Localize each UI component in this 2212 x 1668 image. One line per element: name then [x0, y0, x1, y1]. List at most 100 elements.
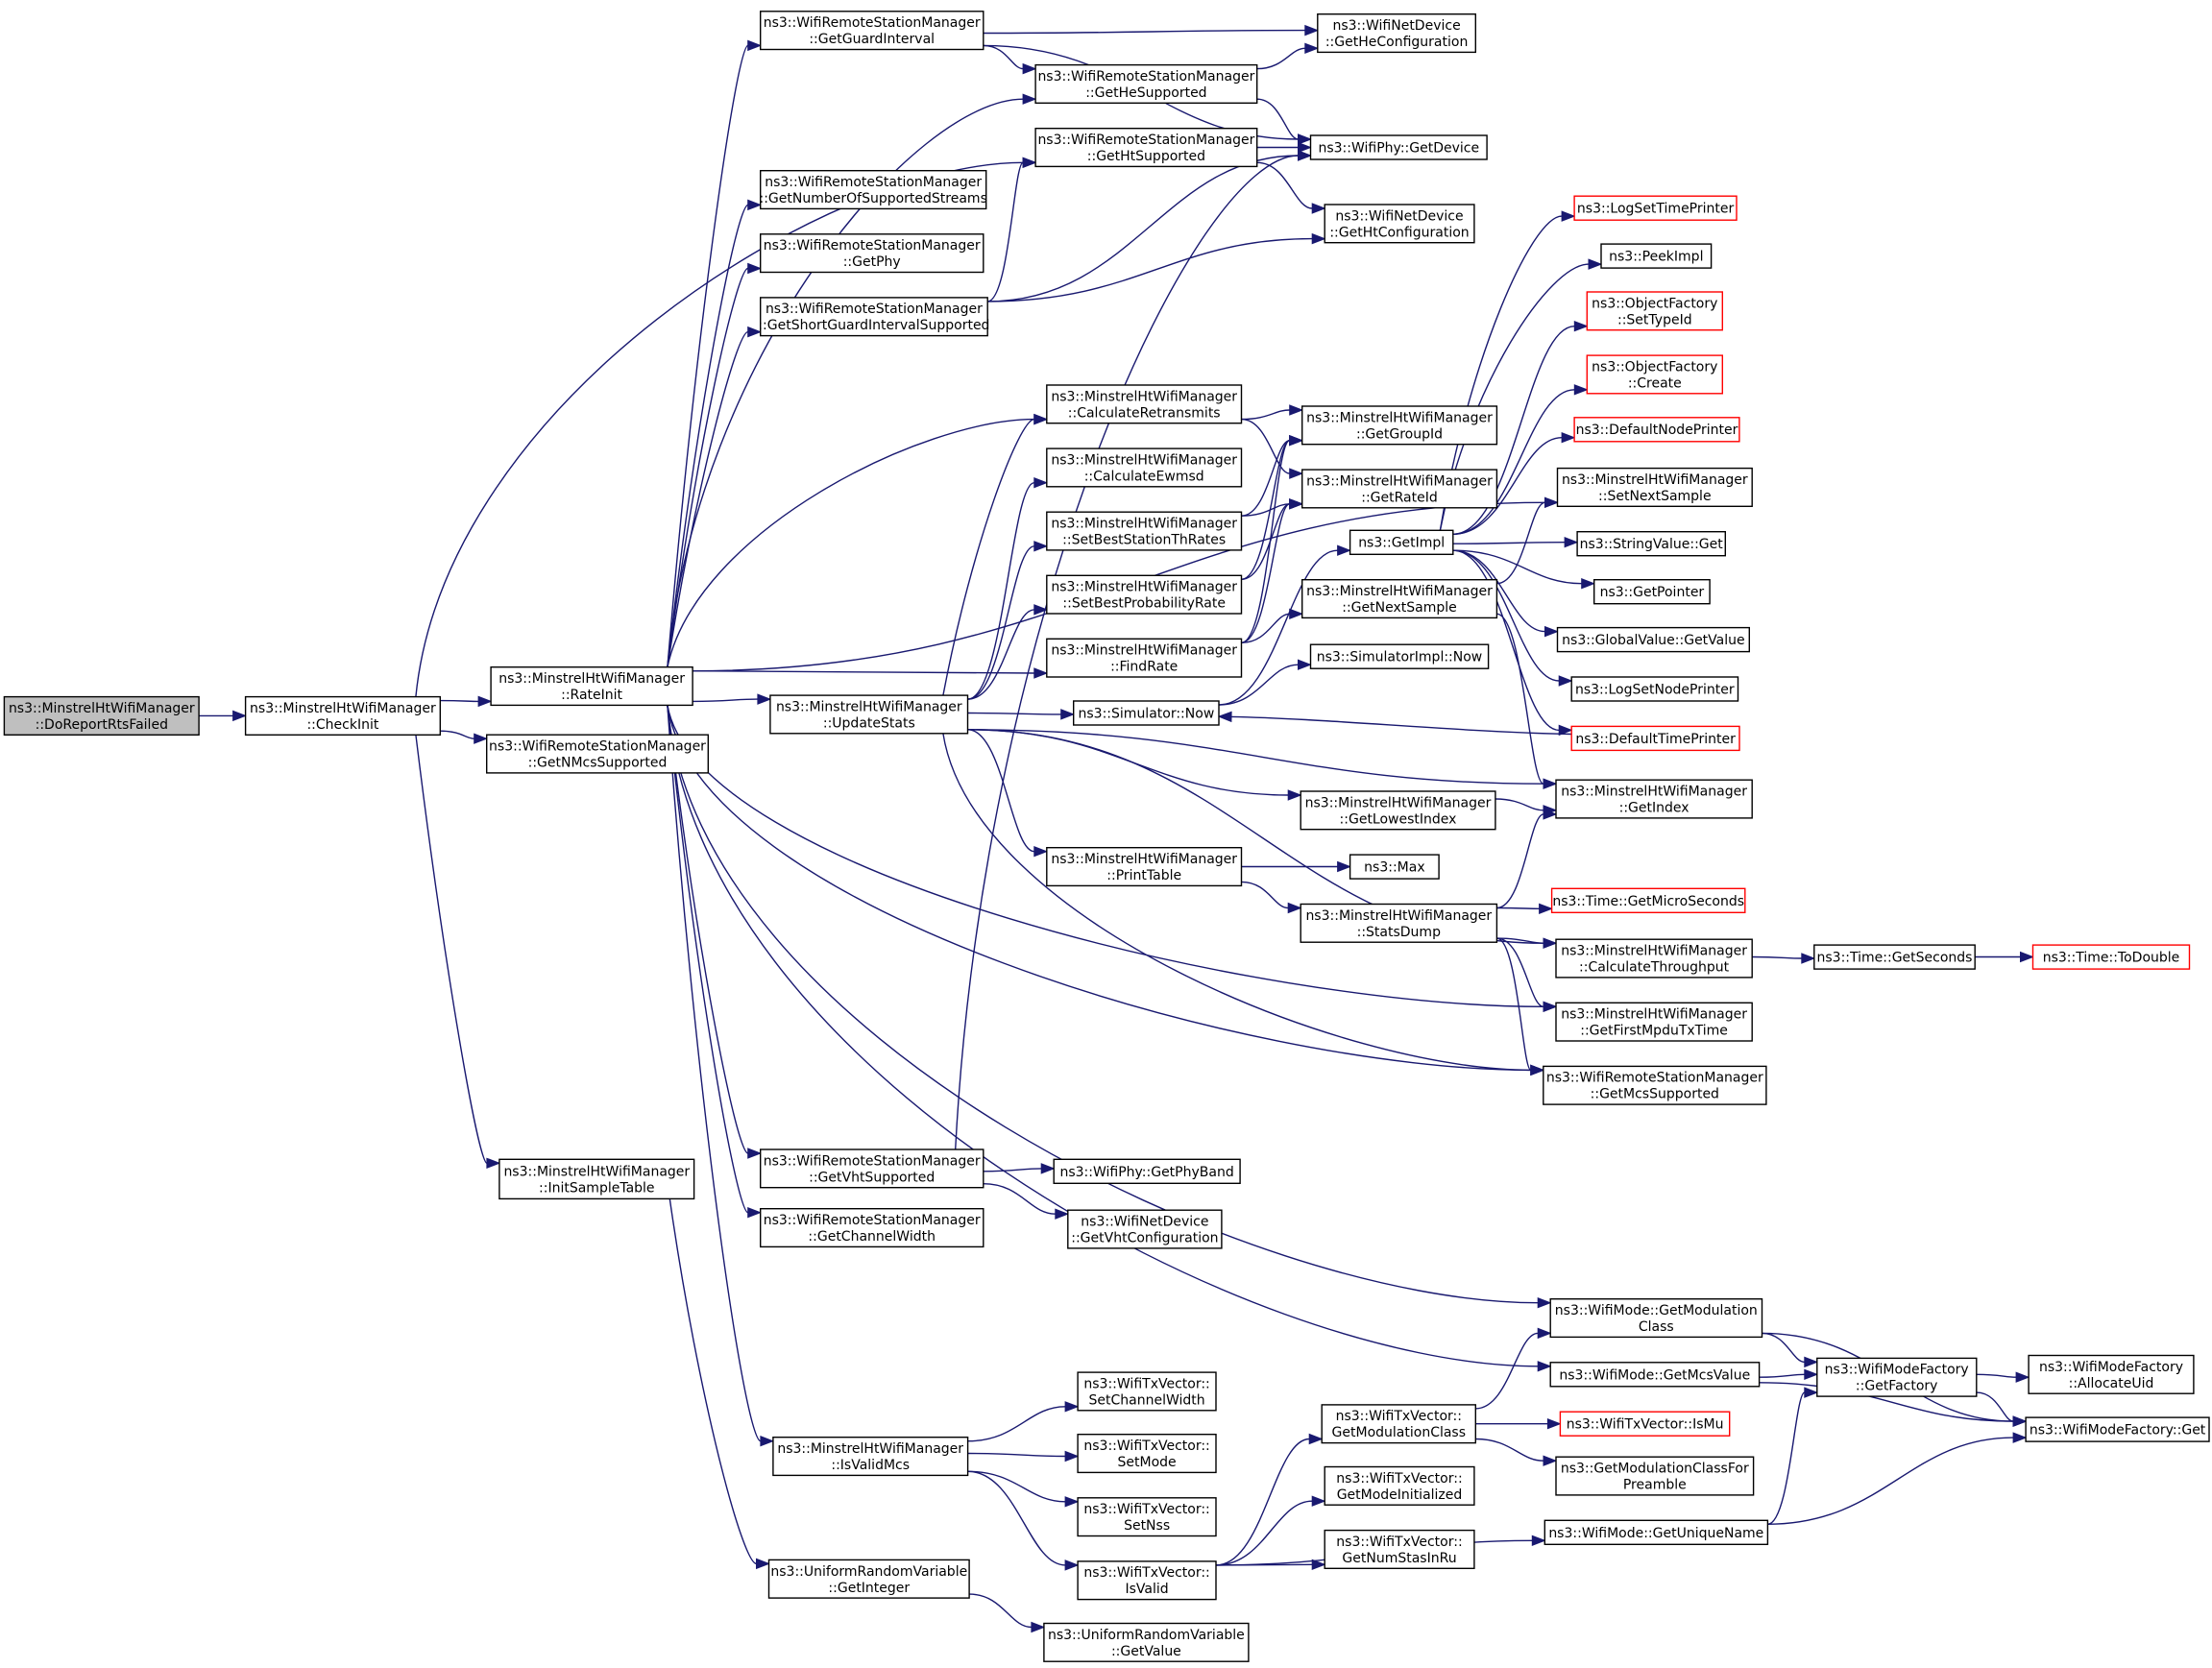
node-GetFirstMpduTxTime[interactable]: ns3::MinstrelHtWifiManager::GetFirstMpdu… — [1555, 1002, 1753, 1042]
node-GetPointer[interactable]: ns3::GetPointer — [1592, 579, 1711, 605]
node-WMGetModulationClass[interactable]: ns3::WifiMode::GetModulationClass — [1549, 1297, 1763, 1339]
edge-GetUniqueName-to-GetFactory — [1767, 1387, 1819, 1525]
node-GetPhyBand[interactable]: ns3::WifiPhy::GetPhyBand — [1053, 1158, 1241, 1185]
node-label: ns3::WifiPhy::GetDevice — [1318, 141, 1479, 157]
node-GetGroupId[interactable]: ns3::MinstrelHtWifiManager::GetGroupId — [1300, 405, 1498, 446]
node-box — [1034, 127, 1258, 168]
node-GetRateId[interactable]: ns3::MinstrelHtWifiManager::GetRateId — [1300, 469, 1498, 509]
node-StatsDump[interactable]: ns3::MinstrelHtWifiManager::StatsDump — [1300, 903, 1498, 943]
arrowhead-icon — [1561, 431, 1576, 444]
node-FindRate[interactable]: ns3::MinstrelHtWifiManager::FindRate — [1046, 638, 1243, 678]
node-box — [760, 297, 988, 337]
node-TXGetModulationClass[interactable]: ns3::WifiTxVector::GetModulationClass — [1321, 1404, 1476, 1444]
node-SetNss[interactable]: ns3::WifiTxVector::SetNss — [1077, 1497, 1217, 1537]
node-label: ::CalculateEwmsd — [1084, 469, 1204, 484]
node-IsValid[interactable]: ns3::WifiTxVector::IsValid — [1077, 1560, 1217, 1601]
node-GetMcsSupported[interactable]: ns3::WifiRemoteStationManager::GetMcsSup… — [1543, 1065, 1767, 1105]
node-box — [1349, 529, 1454, 555]
edge-line — [667, 705, 749, 1214]
node-LogSetNodePrinter[interactable]: ns3::LogSetNodePrinter — [1570, 676, 1739, 702]
edge-line — [440, 699, 479, 703]
node-OFCreate[interactable]: ns3::ObjectFactory::Create — [1586, 354, 1724, 395]
node-IsMu[interactable]: ns3::WifiTxVector::IsMu — [1559, 1411, 1731, 1437]
node-SetTypeId[interactable]: ns3::ObjectFactory::SetTypeId — [1586, 291, 1724, 331]
node-GetUniqueName[interactable]: ns3::WifiMode::GetUniqueName — [1544, 1519, 1769, 1546]
node-GetHeConfiguration[interactable]: ns3::WifiNetDevice::GetHeConfiguration — [1317, 12, 1477, 54]
node-box — [1573, 417, 1740, 443]
node-GetInteger[interactable]: ns3::UniformRandomVariable::GetInteger — [767, 1559, 970, 1599]
node-ToDouble[interactable]: ns3::Time::ToDouble — [2031, 944, 2191, 970]
node-GetHtSupported[interactable]: ns3::WifiRemoteStationManager::GetHtSupp… — [1034, 127, 1258, 168]
node-DefaultTimePrinter[interactable]: ns3::DefaultTimePrinter — [1570, 725, 1740, 752]
node-GetNMcsSupported[interactable]: ns3::WifiRemoteStationManager::GetNMcsSu… — [486, 734, 710, 774]
node-SetBestProbabilityRate[interactable]: ns3::MinstrelHtWifiManager::SetBestProba… — [1046, 574, 1243, 615]
node-SetChannelWidth[interactable]: ns3::WifiTxVector::SetChannelWidth — [1077, 1371, 1217, 1412]
node-SetMode[interactable]: ns3::WifiTxVector::SetMode — [1077, 1433, 1217, 1474]
node-WMFGet[interactable]: ns3::WifiModeFactory::Get — [2025, 1416, 2210, 1442]
node-StringValueGet[interactable]: ns3::StringValue::Get — [1576, 531, 1726, 557]
node-GetMicroSeconds[interactable]: ns3::Time::GetMicroSeconds — [1550, 887, 1746, 913]
edge-line — [1759, 1373, 1805, 1378]
node-GetGuardInterval[interactable]: ns3::WifiRemoteStationManager::GetGuardI… — [760, 11, 984, 51]
node-SetBestStationThRates[interactable]: ns3::MinstrelHtWifiManager::SetBestStati… — [1046, 511, 1243, 551]
node-GetNextSample[interactable]: ns3::MinstrelHtWifiManager::GetNextSampl… — [1300, 579, 1498, 619]
node-SimulatorNow[interactable]: ns3::Simulator::Now — [1072, 700, 1220, 726]
node-RateInit[interactable]: ns3::MinstrelHtWifiManager::RateInit — [490, 666, 693, 707]
node-GetSeconds[interactable]: ns3::Time::GetSeconds — [1813, 944, 1976, 970]
node-CalculateEwmsd[interactable]: ns3::MinstrelHtWifiManager::CalculateEwm… — [1046, 447, 1243, 488]
node-CheckInit[interactable]: ns3::MinstrelHtWifiManager::CheckInit — [244, 695, 442, 736]
node-InitSampleTable[interactable]: ns3::MinstrelHtWifiManager::InitSampleTa… — [498, 1158, 695, 1200]
node-box — [1046, 384, 1243, 424]
arrowhead-icon — [1064, 1450, 1080, 1463]
edge-InitSampleTable-to-GetInteger — [668, 1198, 770, 1570]
node-GetLowestIndex[interactable]: ns3::MinstrelHtWifiManager::GetLowestInd… — [1300, 790, 1496, 831]
node-GetDevice[interactable]: ns3::WifiPhy::GetDevice — [1309, 134, 1488, 160]
node-label: ns3::MinstrelHtWifiManager — [1561, 785, 1747, 800]
edge-line — [1496, 907, 1540, 909]
node-label: Preamble — [1623, 1478, 1687, 1493]
edge-FindRate-to-GetGroupId — [1241, 434, 1304, 643]
arrowhead-icon — [2012, 1415, 2028, 1427]
node-GetNumberOfSupportedStreams[interactable]: ns3::WifiRemoteStationManager::GetNumber… — [760, 169, 987, 210]
node-box — [1549, 1362, 1761, 1388]
node-label: ns3::WifiRemoteStationManager — [764, 1153, 981, 1169]
node-GetHeSupported[interactable]: ns3::WifiRemoteStationManager::GetHeSupp… — [1034, 63, 1258, 104]
node-GetImpl[interactable]: ns3::GetImpl — [1349, 529, 1454, 555]
node-label: ns3::Max — [1364, 860, 1424, 876]
node-label: ns3::GetImpl — [1358, 536, 1445, 551]
node-LogSetTimePrinter[interactable]: ns3::LogSetTimePrinter — [1573, 195, 1738, 221]
node-AllocateUid[interactable]: ns3::WifiModeFactory::AllocateUid — [2028, 1354, 2195, 1394]
node-GlobalValueGetValue[interactable]: ns3::GlobalValue::GetValue — [1556, 626, 1751, 653]
node-GetFactory[interactable]: ns3::WifiModeFactory::GetFactory — [1816, 1357, 1978, 1397]
node-GetChannelWidth[interactable]: ns3::WifiRemoteStationManager::GetChanne… — [760, 1207, 984, 1248]
node-GetPhy[interactable]: ns3::WifiRemoteStationManager::GetPhy — [760, 233, 984, 274]
node-PeekImpl[interactable]: ns3::PeekImpl — [1600, 243, 1713, 269]
edge-CheckInit-to-InitSampleTable — [415, 735, 501, 1170]
node-label: ::GetGuardInterval — [809, 32, 935, 47]
node-label: ns3::UniformRandomVariable — [770, 1564, 967, 1580]
node-URVGetValue[interactable]: ns3::UniformRandomVariable::GetValue — [1043, 1622, 1250, 1662]
node-GetHtConfiguration[interactable]: ns3::WifiNetDevice::GetHtConfiguration — [1324, 204, 1475, 244]
node-label: ns3::WifiRemoteStationManager — [764, 15, 981, 31]
node-CalculateThroughput[interactable]: ns3::MinstrelHtWifiManager::CalculateThr… — [1555, 938, 1753, 979]
node-DefaultNodePrinter[interactable]: ns3::DefaultNodePrinter — [1573, 417, 1740, 443]
node-Max[interactable]: ns3::Max — [1349, 854, 1440, 880]
node-WMGetMcsValue[interactable]: ns3::WifiMode::GetMcsValue — [1549, 1362, 1761, 1388]
node-GetVhtSupported[interactable]: ns3::WifiRemoteStationManager::GetVhtSup… — [760, 1148, 984, 1189]
node-GetVhtConfiguration[interactable]: ns3::WifiNetDevice::GetVhtConfiguration — [1067, 1209, 1223, 1249]
node-label: ns3::MinstrelHtWifiManager — [1051, 643, 1237, 659]
node-SetNextSample[interactable]: ns3::MinstrelHtWifiManager::SetNextSampl… — [1556, 467, 1753, 508]
node-CalculateRetransmits[interactable]: ns3::MinstrelHtWifiManager::CalculateRet… — [1046, 384, 1243, 424]
node-SimulatorImplNow[interactable]: ns3::SimulatorImpl::Now — [1309, 643, 1490, 669]
node-GetModeInitialized[interactable]: ns3::WifiTxVector::GetModeInitialized — [1324, 1465, 1475, 1506]
node-GetIndex[interactable]: ns3::MinstrelHtWifiManager::GetIndex — [1555, 779, 1753, 819]
arrowhead-icon — [1544, 496, 1559, 509]
node-GetShortGuardIntervalSupported[interactable]: ns3::WifiRemoteStationManager::GetShortG… — [758, 297, 989, 337]
node-IsValidMcs[interactable]: ns3::MinstrelHtWifiManager::IsValidMcs — [772, 1436, 969, 1477]
node-GetNumStasInRu[interactable]: ns3::WifiTxVector::GetNumStasInRu — [1324, 1529, 1475, 1569]
node-label: ::UpdateStats — [823, 715, 915, 731]
node-PrintTable[interactable]: ns3::MinstrelHtWifiManager::PrintTable — [1046, 847, 1243, 887]
edge-line — [667, 705, 749, 1154]
node-UpdateStats[interactable]: ns3::MinstrelHtWifiManager::UpdateStats — [769, 694, 969, 735]
